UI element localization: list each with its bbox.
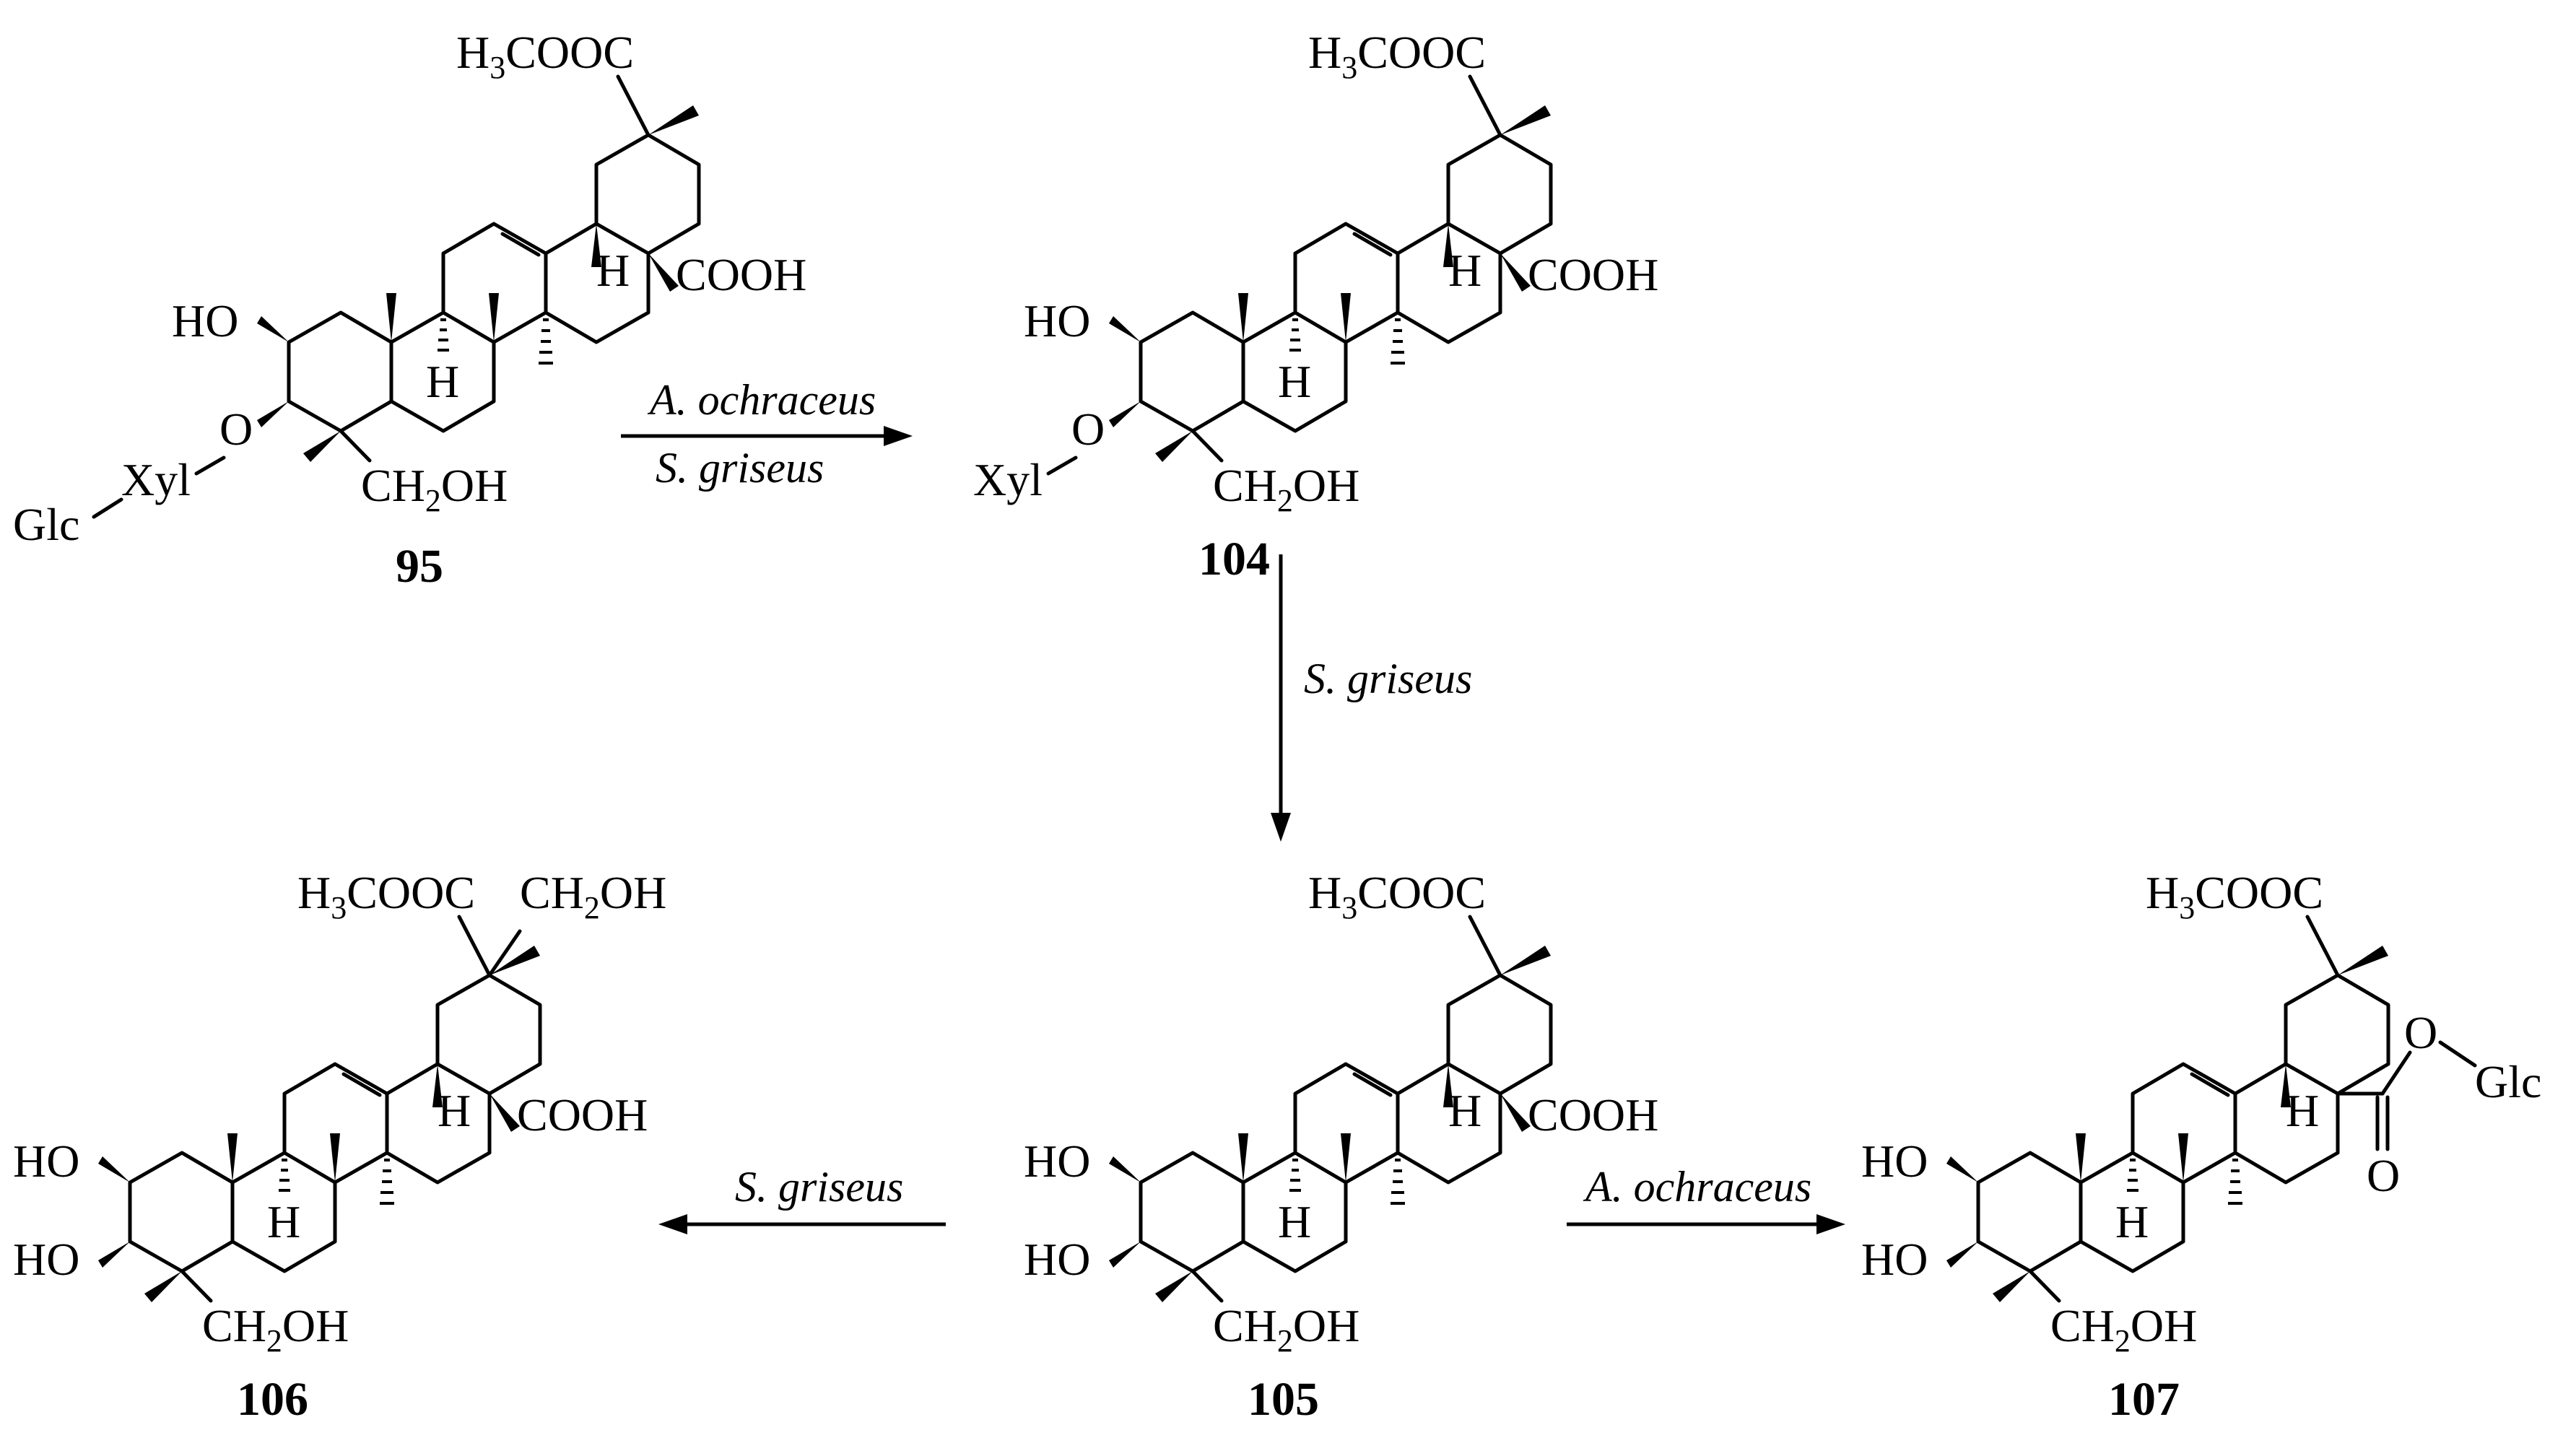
h18-label: H: [1448, 1085, 1481, 1136]
h18-label: H: [1448, 245, 1481, 296]
c3-ho-label: HO: [1861, 1234, 1928, 1285]
compound-106: H3COOC CH2OH COOH H H HO HO CH2OH 106: [13, 867, 666, 1426]
glc-label: Glc: [13, 499, 79, 550]
h9-label: H: [2115, 1196, 2149, 1247]
compound-104: H3COOC COOH H H HO O Xyl CH2OH 104: [973, 27, 1658, 585]
c20-ester-label: H3COOC: [1308, 867, 1486, 925]
c2-ho-label: HO: [1024, 1135, 1090, 1187]
organism-label: S. griseus: [735, 1163, 903, 1211]
ester-oxygen-label: O: [2404, 1007, 2437, 1058]
organism-label: A. ochraceus: [647, 376, 876, 424]
compound-105: H3COOC COOH H H HO HO CH2OH 105: [1024, 867, 1658, 1426]
c23-ch2oh-label: CH2OH: [1213, 460, 1359, 518]
reaction-arrow-105-to-106: S. griseus: [658, 1163, 946, 1234]
organism-label: A. ochraceus: [1583, 1163, 1811, 1211]
c2-ho-label: HO: [13, 1135, 79, 1187]
h18-label: H: [438, 1085, 471, 1136]
compound-95: H3COOC COOH H H HO O Xyl Glc CH2OH 95: [13, 27, 806, 593]
c2-ho-label: HO: [1024, 295, 1090, 346]
c3-ho-label: HO: [13, 1234, 79, 1285]
reaction-arrow-105-to-107: A. ochraceus: [1567, 1163, 1845, 1234]
c2-ho-label: HO: [1861, 1135, 1928, 1187]
c3-oxygen-label: O: [219, 404, 253, 455]
glc-label: Glc: [2475, 1056, 2541, 1107]
h18-label: H: [2286, 1085, 2319, 1136]
c28-cooh-label: COOH: [517, 1089, 648, 1141]
c28-cooh-label: COOH: [1528, 249, 1658, 300]
c20-ester-label: H3COOC: [456, 27, 634, 85]
xyl-label: Xyl: [973, 454, 1043, 505]
c2-ho-label: HO: [172, 295, 238, 346]
h9-label: H: [267, 1196, 300, 1247]
c20-ester-label: H3COOC: [2146, 867, 2323, 925]
h9-label: H: [1278, 356, 1311, 407]
c28-cooh-label: COOH: [1528, 1089, 1658, 1141]
compound-107: H3COOC O Glc O H H HO HO CH2OH 107: [1861, 867, 2541, 1426]
reaction-arrow-104-to-105: S. griseus: [1271, 554, 1472, 842]
compound-number: 95: [396, 540, 443, 593]
c23-ch2oh-label: CH2OH: [202, 1300, 349, 1359]
c23-ch2oh-label: CH2OH: [2050, 1300, 2197, 1359]
compound-number: 104: [1198, 533, 1270, 585]
c20-ester-label: H3COOC: [1308, 27, 1486, 85]
c3-oxygen-label: O: [1071, 404, 1105, 455]
compound-number: 106: [237, 1373, 308, 1426]
c23-ch2oh-label: CH2OH: [1213, 1300, 1359, 1359]
organism-label: S. griseus: [1304, 655, 1472, 702]
c23-ch2oh-label: CH2OH: [361, 460, 508, 518]
c3-ho-label: HO: [1024, 1234, 1090, 1285]
compound-number: 107: [2108, 1373, 2180, 1426]
carbonyl-oxygen-label: O: [2367, 1150, 2400, 1201]
c30-ch2oh-label: CH2OH: [520, 867, 666, 925]
h9-label: H: [1278, 1196, 1311, 1247]
organism-label: S. griseus: [656, 444, 824, 492]
h9-label: H: [426, 356, 459, 407]
h18-label: H: [596, 245, 630, 296]
c20-ester-label: H3COOC: [297, 867, 475, 925]
c28-cooh-label: COOH: [676, 249, 806, 300]
compound-number: 105: [1248, 1373, 1319, 1426]
reaction-arrow-95-to-104: A. ochraceus S. griseus: [621, 376, 913, 492]
xyl-label: Xyl: [121, 454, 191, 505]
